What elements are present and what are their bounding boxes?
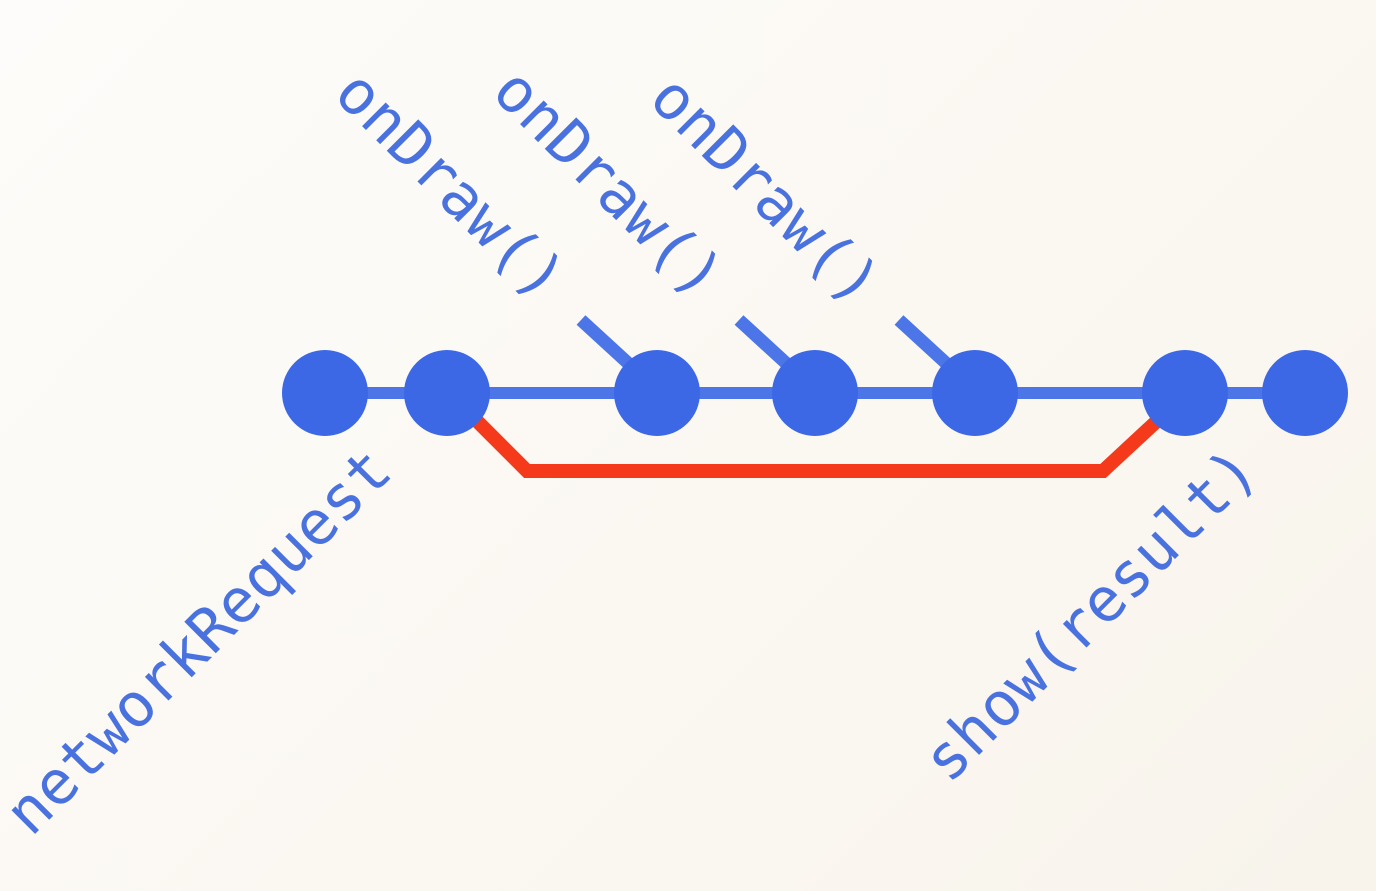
event-node [404, 350, 490, 436]
event-node [1262, 350, 1348, 436]
network-request-label: networkRequest [0, 435, 405, 849]
event-node [1142, 350, 1228, 436]
event-node [282, 350, 368, 436]
ondraw-tick [734, 315, 792, 369]
event-node [614, 350, 700, 436]
ondraw-tick [894, 315, 952, 369]
event-node [932, 350, 1018, 436]
async-operation-path [453, 397, 1177, 478]
show-result-label: show(result) [909, 434, 1271, 796]
event-node [772, 350, 858, 436]
nodes-layer [282, 350, 1348, 436]
ondraw-tick [576, 315, 634, 369]
labels-layer: onDraw() onDraw() onDraw() networkReques… [0, 54, 1271, 848]
